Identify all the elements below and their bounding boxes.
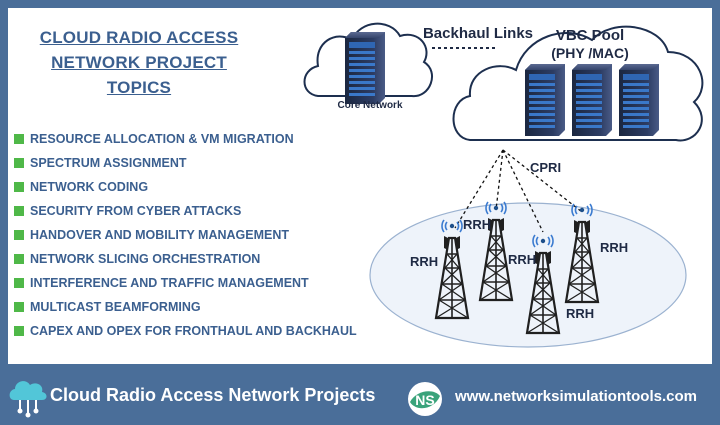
rrh-label: RRH: [410, 254, 438, 269]
topic-item: CAPEX AND OPEX FOR FRONTHAUL AND BACKHAU…: [14, 323, 357, 339]
topic-item: NETWORK CODING: [14, 179, 148, 195]
cpri-links: [454, 149, 583, 233]
cloud-network-logo-icon: [9, 381, 47, 418]
rrh-label: RRH: [508, 252, 536, 267]
bullet-icon: [14, 206, 24, 216]
bullet-icon: [14, 182, 24, 192]
vbc-server-icon: [525, 64, 565, 136]
core-server-icon: [345, 32, 385, 104]
page-title-line-2: NETWORK PROJECT: [51, 53, 227, 72]
website-link[interactable]: www.networksimulationtools.com: [455, 388, 697, 405]
topic-item: SPECTRUM ASSIGNMENT: [14, 155, 187, 171]
topic-item: HANDOVER AND MOBILITY MANAGEMENT: [14, 227, 289, 243]
backhaul-label: Backhaul Links: [423, 25, 533, 42]
rrh-label: RRH: [463, 217, 491, 232]
bullet-icon: [14, 230, 24, 240]
vbc-server-icon: [619, 64, 659, 136]
vbc-pool-title: VBC Pool: [556, 27, 624, 44]
vbc-pool-subtitle: (PHY /MAC): [551, 45, 629, 61]
topic-item: SECURITY FROM CYBER ATTACKS: [14, 203, 241, 219]
core-network-label: Core Network: [337, 100, 402, 111]
footer-title: Cloud Radio Access Network Projects: [50, 385, 376, 405]
cpri-label: CPRI: [530, 160, 561, 175]
topic-item: NETWORK SLICING ORCHESTRATION: [14, 251, 260, 267]
ns-logo-icon: NS: [408, 382, 442, 416]
topic-item: INTERFERENCE AND TRAFFIC MANAGEMENT: [14, 275, 309, 291]
page-title-line-3: TOPICS: [106, 78, 172, 97]
bullet-icon: [14, 134, 24, 144]
bullet-icon: [14, 278, 24, 288]
footer-bar: Cloud Radio Access Network Projects NS w…: [0, 372, 720, 425]
bullet-icon: [14, 326, 24, 336]
bullet-icon: [14, 158, 24, 168]
bullet-icon: [14, 302, 24, 312]
rrh-label: RRH: [566, 306, 594, 321]
topic-item: MULTICAST BEAMFORMING: [14, 299, 201, 315]
page-title-line-1: CLOUD RADIO ACCESS: [39, 28, 239, 47]
bullet-icon: [14, 254, 24, 264]
vbc-server-icon: [572, 64, 612, 136]
rrh-label: RRH: [600, 240, 628, 255]
topic-item: RESOURCE ALLOCATION & VM MIGRATION: [14, 131, 294, 147]
ns-logo-text: NS: [415, 392, 434, 408]
